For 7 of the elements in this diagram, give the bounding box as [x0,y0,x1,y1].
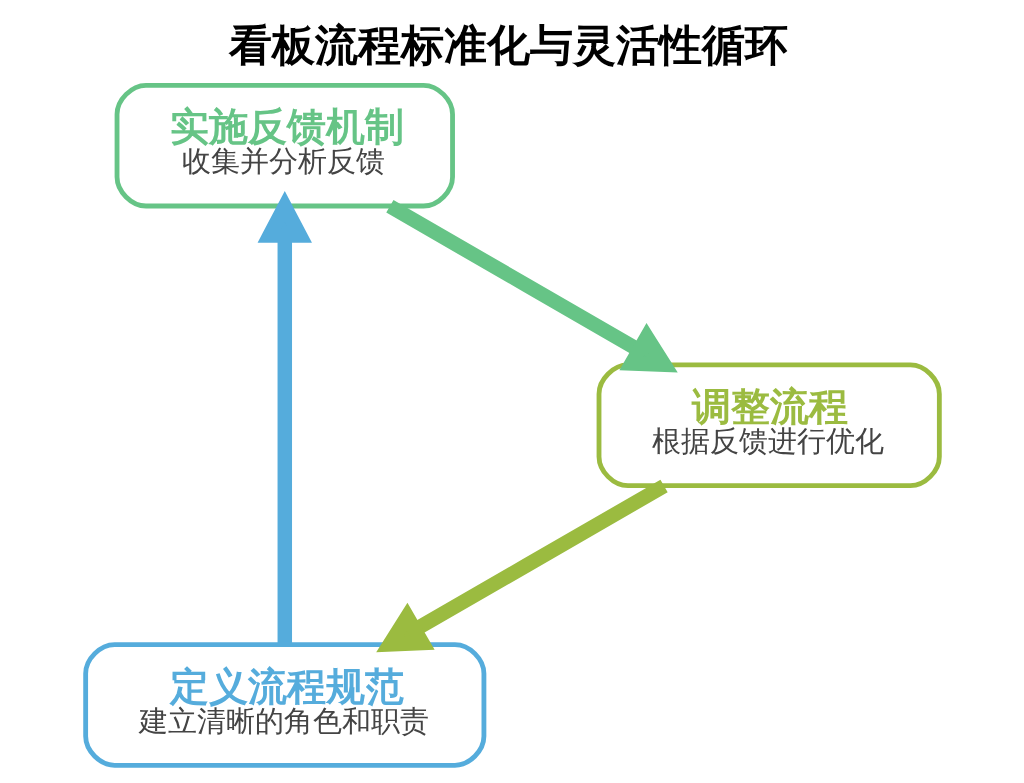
node-box: 实施反馈机制 收集并分析反馈 [114,82,455,209]
arrow [385,200,678,373]
arrow [375,479,668,653]
diagram-title: 看板流程标准化与灵活性循环 [228,19,788,70]
node-box: 定义流程规范 建立清晰的角色和职责 [82,642,486,768]
arrow [257,190,312,645]
node-box: 调整流程 根据反馈进行优化 [596,362,942,489]
